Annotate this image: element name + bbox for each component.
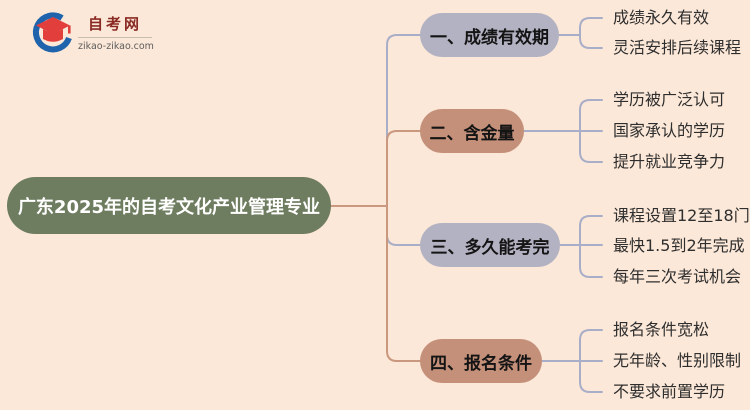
leaf-label: 每年三次考试机会 [613, 267, 742, 286]
leaf-label: 报名条件宽松 [613, 320, 710, 339]
branch-node-3: 三、多久能考完 [420, 223, 560, 267]
leaf-label: 最快1.5到2年完成 [613, 236, 745, 255]
branch-node-1: 一、成绩有效期 [420, 13, 559, 57]
leaf-label: 不要求前置学历 [613, 382, 726, 401]
leaf-label: 无年龄、性别限制 [613, 351, 742, 370]
branch-node-2: 二、含金量 [420, 109, 524, 153]
leaf-label: 提升就业竞争力 [613, 152, 726, 171]
branch-node-4: 四、报名条件 [420, 339, 542, 383]
leaf-label: 灵活安排后续课程 [613, 38, 742, 57]
site-name: 自考网 [87, 15, 142, 33]
root-node: 广东2025年的自考文化产业管理专业 [7, 177, 331, 234]
site-logo: 自考网 zikao-zikao.com [30, 10, 154, 58]
leaf-label: 成绩永久有效 [613, 8, 710, 27]
site-url: zikao-zikao.com [78, 37, 154, 54]
site-logo-text: 自考网 zikao-zikao.com [78, 14, 154, 54]
graduation-cap-icon [32, 12, 72, 53]
leaf-label: 课程设置12至18门 [613, 206, 750, 225]
leaf-label: 国家承认的学历 [613, 121, 726, 140]
leaf-label: 学历被广泛认可 [613, 90, 726, 109]
